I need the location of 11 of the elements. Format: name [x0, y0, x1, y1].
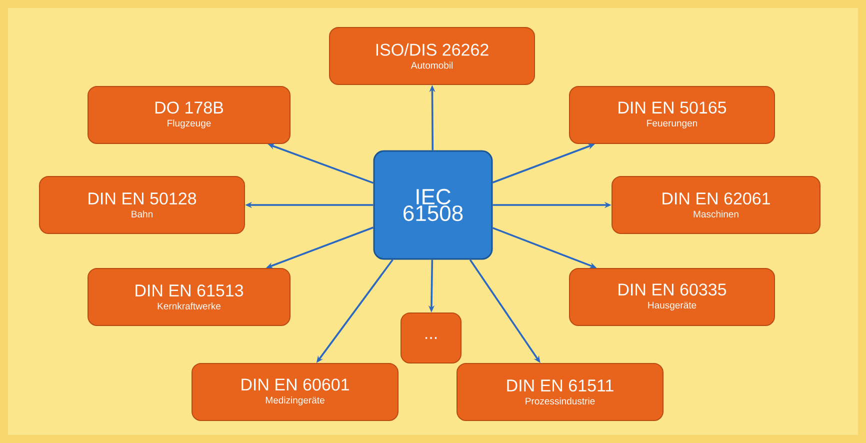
standard-box: DIN EN 60601 Medizingeräte	[192, 362, 398, 421]
ellipsis-box: ...	[400, 312, 462, 364]
standard-box: DO 178B Flugzeuge	[88, 86, 290, 144]
standard-box: DIN EN 61513 Kernkraftwerke	[88, 268, 290, 326]
standard-box: DIN EN 50128 Bahn	[39, 176, 245, 234]
hub-box: IEC 61508	[373, 150, 493, 260]
standard-box: DIN EN 50165 Feuerungen	[569, 86, 775, 144]
standard-box: DIN EN 61511 Prozessindustrie	[456, 362, 664, 421]
standard-box: DIN EN 60335 Hausgeräte	[569, 268, 775, 326]
standard-box: DIN EN 62061 Maschinen	[612, 176, 820, 234]
standard-box: ISO/DIS 26262 Automobil	[329, 27, 535, 85]
